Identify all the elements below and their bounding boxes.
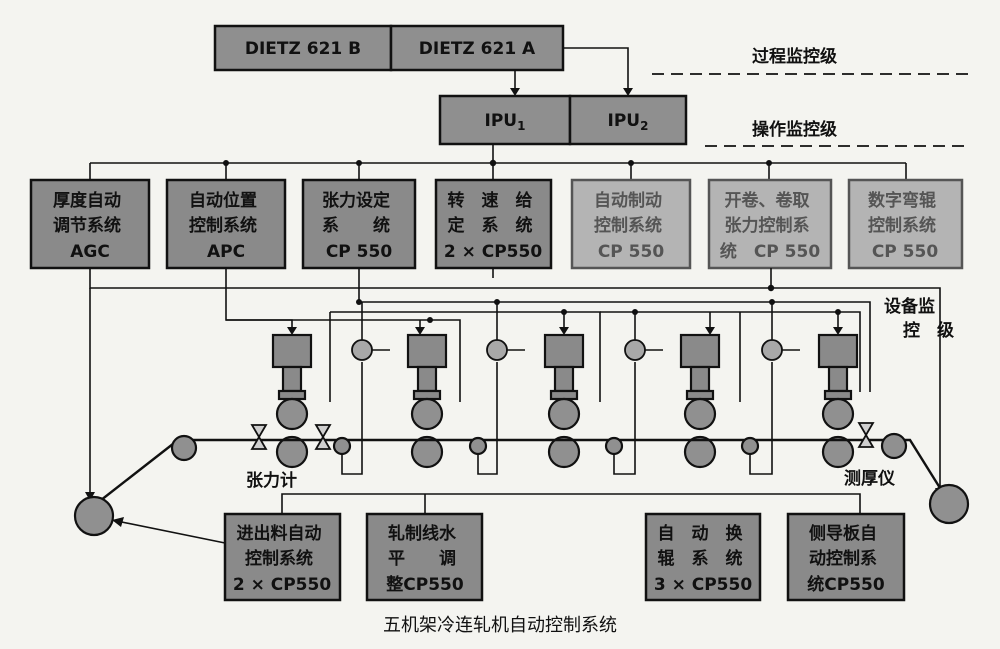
- tension-meter-1: [351, 339, 373, 361]
- valve-left-top: [250, 424, 268, 439]
- bend-box[interactable]: [847, 178, 964, 270]
- tension-meter-4: [761, 339, 783, 361]
- valve-left2-top: [314, 424, 332, 439]
- valve-right-top: [857, 422, 875, 437]
- equipment-level-label-2: 控 级: [903, 320, 954, 341]
- deflector-roll-left: [170, 434, 198, 462]
- rolling-stand-1: [271, 333, 313, 469]
- ipu2-label: IPU2: [608, 111, 649, 133]
- guide-box[interactable]: [786, 512, 906, 602]
- link-dietz-ipu2: [563, 47, 629, 94]
- apc-box[interactable]: [165, 178, 287, 270]
- stand-motor: [679, 333, 721, 369]
- work-roll-top: [821, 397, 855, 431]
- tension-meter-2: [486, 339, 508, 361]
- stand-spindle: [281, 365, 303, 393]
- dietz-a-box[interactable]: [389, 24, 565, 72]
- entry-exit-text: 进出料自动 控制系统 2 × CP550: [233, 523, 332, 595]
- work-roll-bottom: [275, 435, 309, 469]
- stand-chock: [412, 389, 442, 401]
- control-systems-row: 厚度自动 调节系统 AGC 自动位置 控制系统 APC 张力设定 系 统 CP …: [29, 178, 964, 270]
- tension-box[interactable]: [301, 178, 417, 270]
- stand-chock: [823, 389, 853, 401]
- entry-exit-box[interactable]: [223, 512, 342, 602]
- equipment-level-label-1: 设备监: [884, 296, 935, 317]
- ipu1-box[interactable]: [438, 94, 572, 146]
- arrowhead: [623, 88, 633, 96]
- apc-text: 自动位置 控制系统 APC: [189, 190, 263, 262]
- dietz-b-box[interactable]: [213, 24, 393, 72]
- level-text: 轧制线水 平 调 整CP550: [386, 523, 464, 595]
- strip-path: [73, 422, 970, 544]
- looper-roll: [468, 436, 488, 456]
- recoiler: [928, 483, 970, 525]
- tension-meters: [351, 339, 800, 361]
- stand-motor: [406, 333, 448, 369]
- coil-text: 开卷、卷取 张力控制系 统 CP 550: [720, 190, 821, 262]
- stand-spindle: [689, 365, 711, 393]
- thickness-gauge-label: 测厚仪: [844, 468, 896, 489]
- stand-chock: [549, 389, 579, 401]
- looper-roll: [332, 436, 352, 456]
- tension-meter-3: [624, 339, 646, 361]
- level-box[interactable]: [365, 512, 484, 602]
- deflector-roll-right: [880, 432, 908, 460]
- uncoiler: [73, 495, 115, 537]
- rolling-stand-4: [679, 333, 721, 469]
- tension-text: 张力设定 系 统 CP 550: [322, 190, 396, 262]
- figure-caption: 五机架冷连轧机自动控制系统: [383, 615, 617, 636]
- work-roll-top: [275, 397, 309, 431]
- stand-spindle: [553, 365, 575, 393]
- ipu2-box[interactable]: [568, 94, 688, 146]
- stand-chock: [277, 389, 307, 401]
- work-roll-bottom: [821, 435, 855, 469]
- stand-motor: [817, 333, 859, 369]
- bottom-systems-row: 进出料自动 控制系统 2 × CP550 轧制线水 平 调 整CP550 自 动…: [223, 512, 906, 602]
- tension-meter-label: 张力计: [246, 470, 297, 491]
- process-level-label: 过程监控级: [752, 46, 837, 67]
- looper-roll: [604, 436, 624, 456]
- agc-text: 厚度自动 调节系统 AGC: [53, 190, 127, 262]
- rolling-stands: [271, 333, 859, 469]
- rolling-stand-5: [817, 333, 859, 469]
- dietz-b-label: DIETZ 621 B: [245, 39, 361, 59]
- bend-text: 数字弯辊 控制系统 CP 550: [868, 190, 942, 262]
- strip-line: [95, 438, 942, 505]
- work-roll-bottom: [410, 435, 444, 469]
- brake-box[interactable]: [570, 178, 692, 270]
- dietz-a-label: DIETZ 621 A: [419, 39, 536, 59]
- stand-spindle: [827, 365, 849, 393]
- work-roll-bottom: [547, 435, 581, 469]
- operation-level-label: 操作监控级: [752, 119, 837, 140]
- bottom-bus: [281, 493, 861, 514]
- rolling-stand-2: [406, 333, 448, 469]
- ipu1-label: IPU1: [485, 111, 526, 133]
- roll-change-text: 自 动 换 辊 系 统 3 × CP550: [654, 523, 753, 595]
- feedback-line: [111, 519, 226, 544]
- stand-chock: [685, 389, 715, 401]
- roll-change-box[interactable]: [644, 512, 762, 602]
- stand-motor: [271, 333, 313, 369]
- speed-text: 转 速 给 定 系 统 2 × CP550: [444, 190, 543, 262]
- coil-box[interactable]: [707, 178, 833, 270]
- work-roll-top: [683, 397, 717, 431]
- stand-spindle: [416, 365, 438, 393]
- guide-text: 侧导板自 动控制系 统CP550: [807, 523, 885, 595]
- operation-bus: [89, 144, 907, 180]
- looper-roll: [740, 436, 760, 456]
- stand-motor: [543, 333, 585, 369]
- ipu-group: IPU1 IPU2: [438, 94, 688, 146]
- work-roll-top: [410, 397, 444, 431]
- work-roll-top: [547, 397, 581, 431]
- work-roll-bottom: [683, 435, 717, 469]
- dietz-group: DIETZ 621 B DIETZ 621 A: [213, 24, 565, 72]
- brake-text: 自动制动 控制系统 CP 550: [594, 190, 668, 262]
- arrowhead: [510, 88, 520, 96]
- equipment-bus: [85, 268, 945, 501]
- rolling-stand-3: [543, 333, 585, 469]
